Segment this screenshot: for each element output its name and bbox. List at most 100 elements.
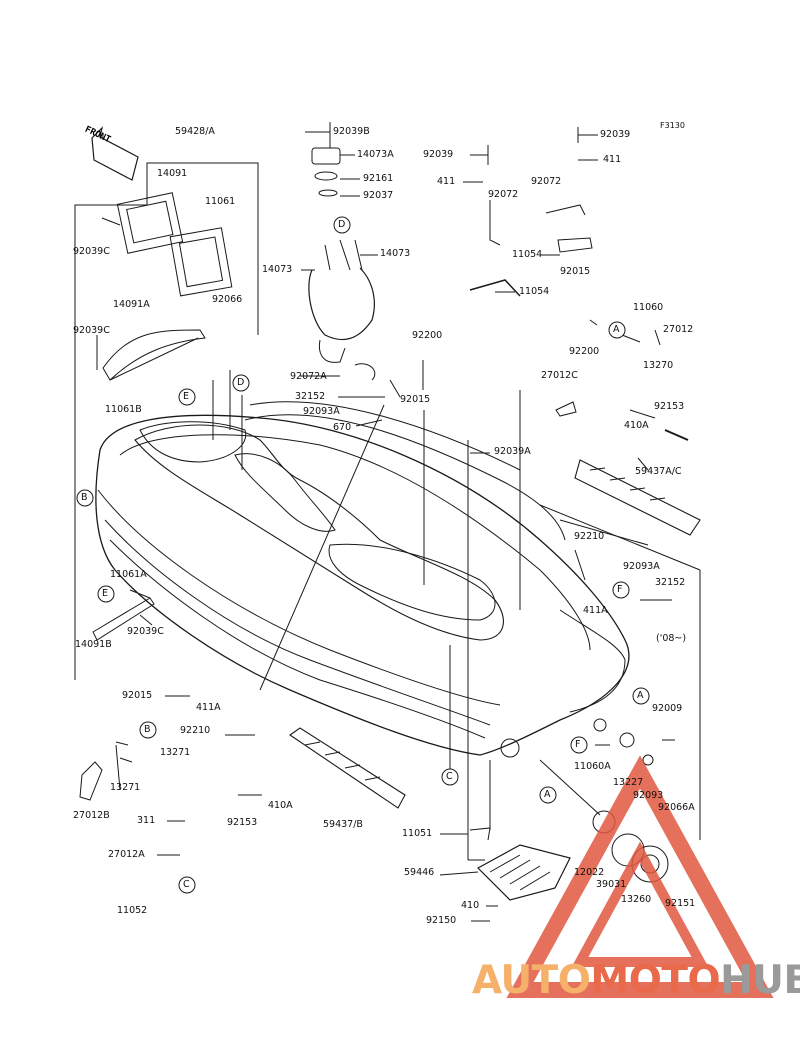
callout-circle [632,687,650,705]
footwell [328,543,496,621]
part-label: 92066A [658,802,695,813]
callout-letter: E [183,391,190,402]
bracket-11051 [469,827,491,841]
hull-rail-2 [109,539,486,739]
callout-circle [333,216,351,234]
bracket-27012C [555,401,577,417]
part-label: 92039C [73,246,110,257]
part-label: 59446 [404,867,435,878]
part-label: 92153 [227,817,258,828]
part-label: 311 [137,815,156,826]
part-label: 92093A [623,561,660,572]
callout-letter: F [575,739,581,750]
part-label: 59437/B [323,819,363,830]
callout-letter: A [544,789,551,800]
part-label: 92015 [122,690,153,701]
callout-letter: E [102,588,109,599]
part-label: 11054 [519,286,550,297]
upper-deck-edge-2 [249,401,521,471]
part-label: 13270 [643,360,674,371]
duct-cap [311,147,341,165]
hull-chine [97,489,501,706]
part-label: 92072 [488,189,519,200]
part-label: 11051 [402,828,433,839]
part-label: 11061B [105,404,142,415]
part-label: 11060A [574,761,611,772]
part-label: 27012A [108,849,145,860]
callout-circle [612,581,630,599]
cover-ring [631,845,669,883]
part-label: 14091 [157,168,188,179]
part-label: 92161 [363,173,394,184]
part-label: 92039 [423,149,454,160]
callout-circle [570,736,588,754]
part-label: 13227 [613,777,644,788]
part-label: 14091B [75,639,112,650]
part-label: 410 [461,900,480,911]
frame-line-left [74,162,259,680]
part-label: 92210 [180,725,211,736]
part-label: 92153 [654,401,685,412]
stern [559,609,626,713]
part-label: 92200 [569,346,600,357]
part-label: 92039B [333,126,370,137]
watermark-part-1: AUTO [472,958,591,1003]
part-label: 14091A [113,299,150,310]
callout-letter: A [613,324,620,335]
drain-plug [592,810,616,834]
part-label: 59428/A [175,126,215,137]
part-label: 12022 [574,867,605,878]
part-label: 92066 [212,294,243,305]
part-label: 27012 [663,324,694,335]
part-label: 11061A [110,569,147,580]
part-label: 92037 [363,190,394,201]
part-label: 92039 [600,129,631,140]
callout-letter: C [183,879,190,890]
part-label: 92150 [426,915,457,926]
watermark-part-3: HUB [720,958,800,1003]
hull-outline [95,414,630,756]
front-arrow [91,126,139,181]
seat-area [234,453,336,532]
part-label: 411A [196,702,221,713]
upper-deck-edge [244,414,566,541]
side-strip [289,727,406,809]
callout-circle [97,585,115,603]
callout-circle [232,374,250,392]
part-label: 27012B [73,810,110,821]
figure-code: F3130 [660,121,685,130]
part-label: 92039C [127,626,164,637]
part-label: 14073 [380,248,411,259]
callout-circle [139,721,157,739]
intake-grate [477,844,571,901]
part-label: 14073A [357,149,394,160]
watermark-part-2: MOTO [590,958,721,1003]
part-label: 13271 [160,747,191,758]
part-label: 92093 [633,790,664,801]
part-label: 410A [624,420,649,431]
callout-letter: D [237,377,245,388]
part-label: 92093A [303,406,340,417]
part-label: 92200 [412,330,443,341]
callout-circle [178,388,196,406]
part-label: 670 [333,422,352,433]
callout-letter: C [446,771,453,782]
part-label: 92210 [574,531,605,542]
part-label: 14073 [262,264,293,275]
storage-hatch-outline [139,421,247,463]
callout-circle [608,321,626,339]
grille-27012B [79,761,103,801]
callout-circle [178,876,196,894]
part-label: 32152 [655,577,686,588]
part-label: 13260 [621,894,652,905]
air-duct [308,267,375,341]
part-label: 92039A [494,446,531,457]
part-label: 92015 [400,394,431,405]
callout-letter: A [637,690,644,701]
callout-circle [76,489,94,507]
part-label: 92072 [531,176,562,187]
hull-rail [104,519,491,726]
part-label: 32152 [295,391,326,402]
